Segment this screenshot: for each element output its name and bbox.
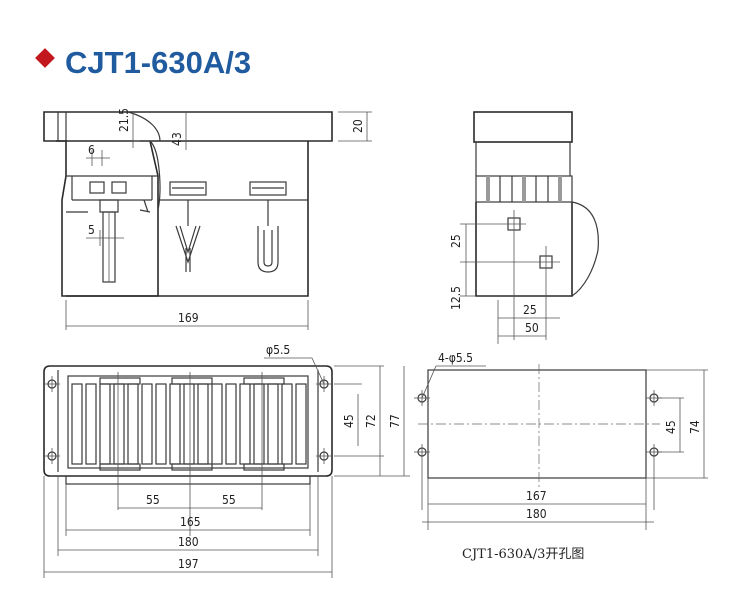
dim-panel-45: 45 xyxy=(664,420,678,434)
dim-side-50: 50 xyxy=(525,321,539,335)
dim-base-72: 72 xyxy=(364,414,378,428)
dim-side-25b: 25 xyxy=(523,303,537,317)
title-marker-icon xyxy=(35,48,55,68)
dim-base-hole: φ5.5 xyxy=(266,343,290,357)
dim-20: 20 xyxy=(351,119,365,133)
dim-base-77: 77 xyxy=(388,414,402,428)
panel-caption: CJT1-630A/3开孔图 xyxy=(462,547,584,562)
dim-43: 43 xyxy=(170,132,184,146)
dim-panel-74: 74 xyxy=(688,420,702,434)
dim-5: 5 xyxy=(88,223,95,237)
dim-side-12-5: 12.5 xyxy=(449,286,463,310)
dim-panel-167: 167 xyxy=(526,489,547,503)
dim-base-180: 180 xyxy=(178,535,199,549)
dim-6: 6 xyxy=(88,143,95,157)
dim-base-55a: 55 xyxy=(146,493,160,507)
dim-base-55b: 55 xyxy=(222,493,236,507)
dim-panel-holes: 4-φ5.5 xyxy=(438,351,473,365)
dim-169: 169 xyxy=(178,311,199,325)
dim-side-25: 25 xyxy=(449,234,463,248)
dim-panel-180: 180 xyxy=(526,507,547,521)
dim-base-197: 197 xyxy=(178,557,199,571)
page-title: CJT1-630A/3 xyxy=(65,45,251,80)
dim-21-5: 21.5 xyxy=(117,108,131,132)
base-view: φ5.5 45 72 77 55 55 165 180 197 xyxy=(43,343,410,578)
dim-base-165: 165 xyxy=(180,515,201,529)
dim-base-45: 45 xyxy=(342,414,356,428)
side-view: 25 12.5 25 50 xyxy=(449,111,599,344)
front-view: 21.5 43 20 6 5 169 xyxy=(43,108,372,330)
panel-cutout-view: 4-φ5.5 45 74 167 180 CJT1-630A/3开孔图 xyxy=(414,351,708,562)
